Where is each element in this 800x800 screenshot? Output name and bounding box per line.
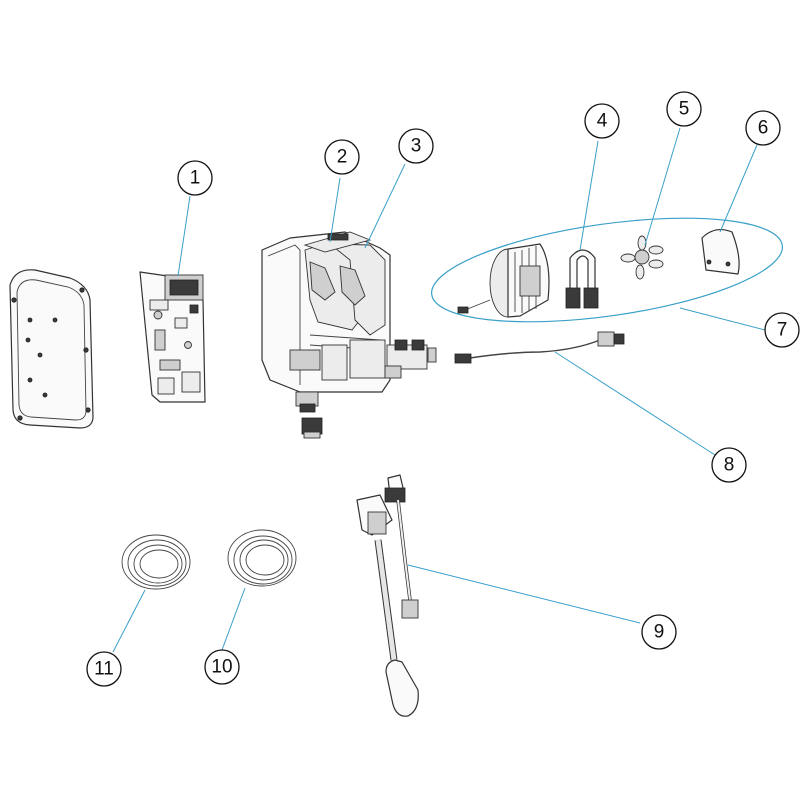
callout-bubble <box>764 312 800 348</box>
callout-9: 9 <box>641 614 677 650</box>
callout-4: 4 <box>584 103 620 139</box>
leader-lines <box>112 127 766 653</box>
callout-bubble <box>711 447 747 483</box>
callout-5: 5 <box>666 91 702 127</box>
sensor-cable-part <box>454 331 625 364</box>
callout-label: 8 <box>724 455 735 476</box>
callout-10: 10 <box>204 649 240 685</box>
leader-line-8 <box>554 351 716 456</box>
kit-group-outline <box>431 217 783 323</box>
callout-bubble <box>324 139 360 175</box>
leader-line-6 <box>719 144 758 233</box>
callout-label: 4 <box>597 111 608 132</box>
callout-label: 3 <box>411 136 422 157</box>
callout-1: 1 <box>177 160 213 196</box>
callout-3: 3 <box>398 128 434 164</box>
callout-bubble <box>204 649 240 685</box>
tubing-coil-10-part <box>227 529 297 587</box>
callout-2: 2 <box>324 139 360 175</box>
callout-11: 11 <box>86 651 122 687</box>
leader-line-11 <box>112 589 146 653</box>
leader-line-7 <box>679 307 766 331</box>
callout-label: 1 <box>190 168 201 189</box>
star-fitting-part <box>620 235 664 280</box>
power-cable-part <box>356 474 419 717</box>
callout-bubble <box>666 91 702 127</box>
callout-8: 8 <box>711 447 747 483</box>
front-cover-part <box>9 269 94 429</box>
leader-line-9 <box>407 564 641 624</box>
leader-line-5 <box>644 127 681 246</box>
leader-line-4 <box>579 140 599 251</box>
main-housing-part <box>261 231 437 439</box>
callout-bubble <box>177 160 213 196</box>
leader-line-2 <box>329 177 341 243</box>
callout-label: 2 <box>337 147 348 168</box>
callout-label: 6 <box>758 118 769 139</box>
callout-label: 7 <box>777 320 788 341</box>
callout-bubble <box>745 110 781 146</box>
leader-line-3 <box>364 163 406 249</box>
callout-label: 5 <box>679 99 690 120</box>
callout-6: 6 <box>745 110 781 146</box>
circuit-board-part <box>139 271 206 403</box>
callout-bubble <box>86 651 122 687</box>
callout-bubble <box>584 103 620 139</box>
callout-label: 9 <box>654 622 665 643</box>
callout-label: 10 <box>211 657 232 678</box>
tubing-coil-11-part <box>121 534 191 590</box>
leader-line-10 <box>221 587 246 651</box>
leader-line-1 <box>177 195 191 277</box>
u-electrode-part <box>565 249 599 309</box>
callout-label: 11 <box>94 659 114 680</box>
callout-7: 7 <box>764 312 800 348</box>
cover-plate-part <box>701 228 740 275</box>
callout-bubble <box>641 614 677 650</box>
rotor-housing-part <box>457 243 550 318</box>
callout-bubble <box>398 128 434 164</box>
